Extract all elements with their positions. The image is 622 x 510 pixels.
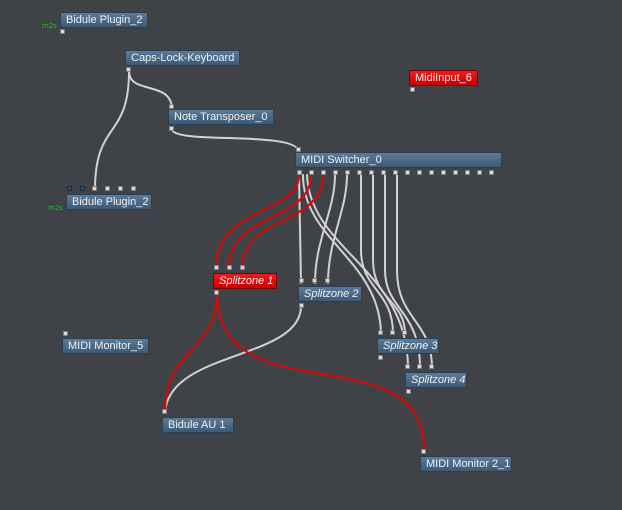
wire-switcher-to-splitzone2-a[interactable] (298, 174, 302, 284)
midi-in-port[interactable] (169, 104, 174, 109)
midi-in-port[interactable] (240, 265, 245, 270)
switcher-out-port[interactable] (417, 170, 422, 175)
midi-in-port[interactable] (421, 449, 426, 454)
node-splitzone-4[interactable]: Splitzone 4 (405, 372, 467, 388)
midi-in-port[interactable] (227, 265, 232, 270)
wire-keyboard-to-plugin[interactable] (94, 70, 130, 191)
switcher-out-port[interactable] (393, 170, 398, 175)
midi-in-port[interactable] (405, 364, 410, 369)
wire-switcher-to-splitzone1-a[interactable] (214, 173, 301, 270)
node-bidule-plugin-left[interactable]: Bidule Plugin_2 (66, 194, 152, 210)
node-midi-monitor-5[interactable]: MIDI Monitor_5 (62, 338, 150, 354)
midi-in-port[interactable] (402, 330, 407, 335)
wire-transposer-to-switcher[interactable] (171, 128, 300, 153)
wire-switcher-to-splitzone3-a[interactable] (302, 174, 382, 335)
midi-in-port[interactable] (299, 278, 304, 283)
node-midi-monitor-2-1[interactable]: MIDI Monitor 2_1 (420, 456, 512, 472)
midi-out-port[interactable] (126, 67, 131, 72)
switcher-out-port[interactable] (321, 170, 326, 175)
wire-switcher-to-splitzone1-c[interactable] (240, 173, 325, 270)
node-splitzone-3[interactable]: Splitzone 3 (377, 338, 439, 354)
wire-keyboard-to-transposer[interactable] (128, 70, 173, 109)
midi-in-port[interactable] (417, 364, 422, 369)
node-midi-switcher[interactable]: MIDI Switcher_0 (295, 152, 502, 168)
node-splitzone-1[interactable]: Splitzone 1 (213, 273, 277, 289)
midi-in-port[interactable] (105, 186, 110, 191)
midi-in-port[interactable] (325, 278, 330, 283)
midi-out-port[interactable] (410, 87, 415, 92)
node-note-transposer[interactable]: Note Transposer_0 (168, 109, 274, 125)
m2s-tag: m2s (42, 22, 57, 30)
midi-in-port[interactable] (162, 409, 167, 414)
midi-out-port[interactable] (299, 303, 304, 308)
switcher-out-port[interactable] (333, 170, 338, 175)
wire-splitzone1-to-monitor[interactable] (215, 289, 426, 452)
midi-out-port[interactable] (378, 355, 383, 360)
wire-splitzone1-to-bidule-au[interactable] (163, 289, 219, 414)
wire-switcher-to-splitzone2-c[interactable] (327, 174, 348, 284)
midi-in-port[interactable] (92, 186, 97, 191)
switcher-out-port[interactable] (453, 170, 458, 175)
wire-switcher-to-splitzone1-b[interactable] (227, 173, 313, 270)
switcher-out-port[interactable] (477, 170, 482, 175)
wire-splitzone2-to-bidule-au[interactable] (164, 305, 302, 413)
midi-in-port[interactable] (80, 186, 85, 191)
switcher-out-port[interactable] (297, 170, 302, 175)
wire-switcher-to-splitzone3-b[interactable] (360, 174, 394, 335)
midi-out-port[interactable] (214, 290, 219, 295)
wire-switcher-to-splitzone2-b[interactable] (314, 174, 336, 284)
node-midi-input[interactable]: MidiInput_6 (409, 70, 478, 86)
midi-out-port[interactable] (406, 389, 411, 394)
midi-in-port[interactable] (312, 278, 317, 283)
midi-in-port[interactable] (378, 330, 383, 335)
switcher-out-port[interactable] (465, 170, 470, 175)
switcher-out-port[interactable] (429, 170, 434, 175)
switcher-out-port[interactable] (309, 170, 314, 175)
midi-in-port[interactable] (390, 330, 395, 335)
midi-in-port[interactable] (118, 186, 123, 191)
midi-in-port[interactable] (67, 186, 72, 191)
switcher-out-port[interactable] (369, 170, 374, 175)
switcher-out-port[interactable] (345, 170, 350, 175)
midi-in-port[interactable] (296, 147, 301, 152)
switcher-out-port[interactable] (441, 170, 446, 175)
node-splitzone-2[interactable]: Splitzone 2 (298, 286, 362, 302)
switcher-out-port[interactable] (357, 170, 362, 175)
midi-out-port[interactable] (60, 29, 65, 34)
midi-in-port[interactable] (214, 265, 219, 270)
node-caps-lock-keyboard[interactable]: Caps-Lock-Keyboard (125, 50, 241, 66)
switcher-out-port[interactable] (405, 170, 410, 175)
switcher-out-port[interactable] (489, 170, 494, 175)
node-bidule-au[interactable]: Bidule AU 1 (162, 417, 234, 433)
midi-in-port[interactable] (429, 364, 434, 369)
node-bidule-plugin-top[interactable]: Bidule Plugin_2 (60, 12, 149, 28)
m2s-tag: m2s (48, 204, 63, 212)
midi-out-port[interactable] (169, 126, 174, 131)
midi-in-port[interactable] (131, 186, 136, 191)
switcher-out-port[interactable] (381, 170, 386, 175)
midi-in-port[interactable] (63, 331, 68, 336)
